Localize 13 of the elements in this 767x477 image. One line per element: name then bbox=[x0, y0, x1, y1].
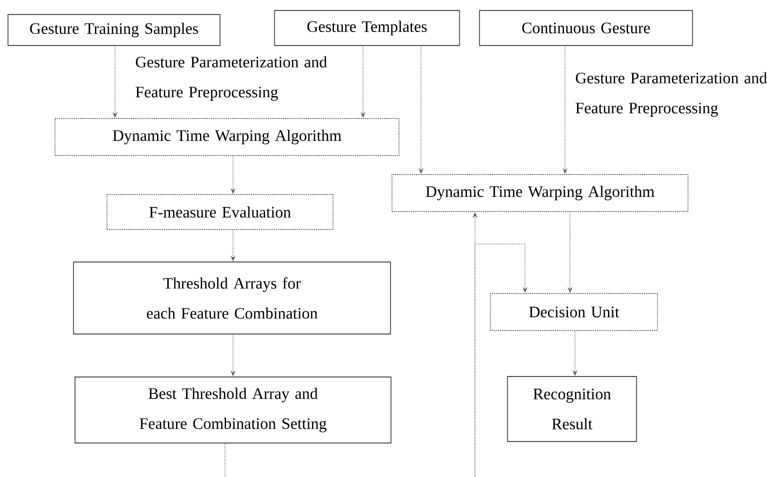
process-box: Decision Unit bbox=[490, 293, 658, 331]
process-box: Best Threshold Array and Feature Combination Setting bbox=[74, 376, 392, 444]
arrow bbox=[474, 244, 528, 477]
process-box: Threshold Arrays for each Feature Combination bbox=[73, 262, 391, 334]
process-box: F-measure Evaluation bbox=[106, 194, 334, 230]
process-box: Gesture Templates bbox=[274, 10, 460, 46]
annotation-text: Gesture Parameterization and Feature Preprocessing bbox=[136, 56, 327, 101]
process-box: Continuous Gesture bbox=[479, 10, 693, 46]
process-box: Dynamic Time Warping Algorithm bbox=[54, 118, 400, 156]
process-box: Recognition Result bbox=[507, 376, 637, 442]
process-box: Gesture Training Samples bbox=[8, 14, 220, 46]
process-box: Dynamic Time Warping Algorithm bbox=[392, 174, 688, 212]
annotation-text: Gesture Parameterization and Feature Preprocessing bbox=[576, 72, 767, 117]
